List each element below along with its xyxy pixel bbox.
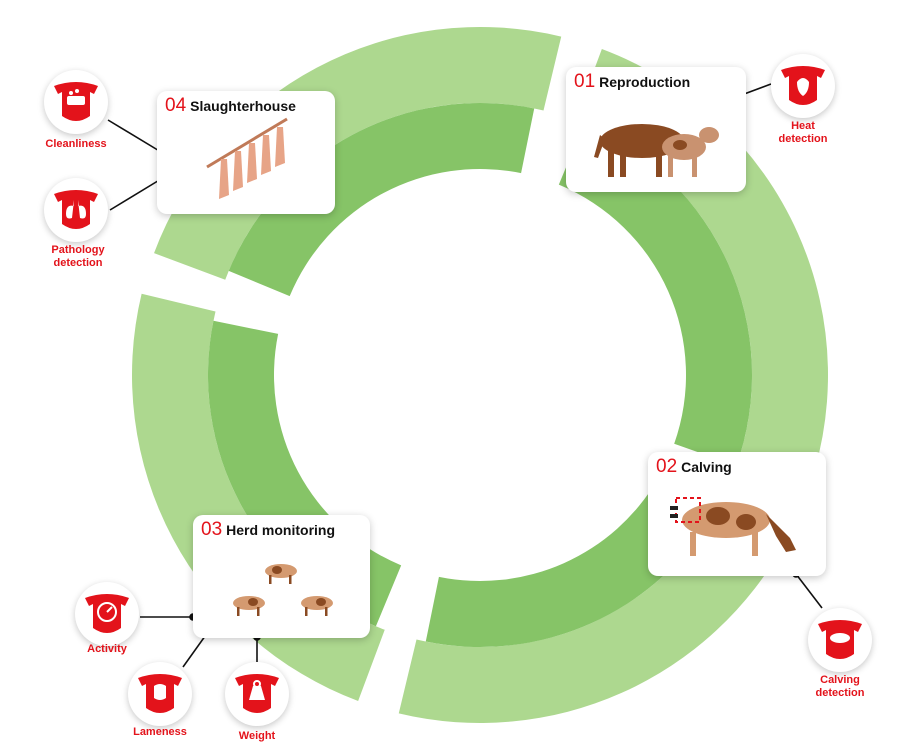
calving-icon (818, 620, 862, 659)
cleanliness-icon (54, 82, 98, 121)
calving-detection-label: Calving detection (815, 674, 865, 699)
ring-segment-inner (228, 102, 535, 297)
uterus-icon (781, 66, 825, 105)
stage-number: 02 (656, 456, 678, 477)
stage-title: Slaughterhouse (190, 98, 296, 114)
activity-badge (75, 582, 139, 646)
calving-cow-icon (670, 497, 796, 556)
activity-label: Activity (87, 643, 127, 655)
ring-segment-outer (154, 26, 562, 280)
weight-label: Weight (238, 730, 276, 742)
ring-segment-inner (558, 123, 752, 466)
weight-icon (235, 674, 279, 713)
cleanliness-badge (44, 70, 108, 134)
stage-number: 01 (574, 71, 596, 92)
lungs-icon (54, 190, 98, 229)
stage-title: Reproduction (599, 74, 691, 90)
ring-segment-inner (425, 479, 715, 647)
stage-title: Herd monitoring (226, 522, 336, 538)
lameness-badge (128, 662, 192, 726)
breeding-cows-icon (594, 124, 719, 177)
speedometer-icon (85, 594, 129, 633)
lameness-label: Lameness (133, 726, 187, 738)
pathology-detection-label: Pathology detection (51, 244, 105, 269)
hoof-icon (138, 674, 182, 713)
pathology-detection-badge (44, 178, 108, 242)
calving-detection-badge (808, 608, 872, 672)
ring-segment-outer (575, 49, 828, 503)
cleanliness-label: Cleanliness (45, 138, 107, 150)
cow-herd-icon (233, 564, 333, 616)
heat-detection-badge (771, 54, 835, 118)
weight-badge (225, 662, 289, 726)
stage-number: 04 (165, 95, 187, 116)
stage-title: Calving (681, 459, 732, 475)
hanging-carcasses-icon (206, 117, 288, 199)
heat-detection-label: Heat detection (778, 120, 828, 145)
stage-number: 03 (201, 519, 223, 540)
